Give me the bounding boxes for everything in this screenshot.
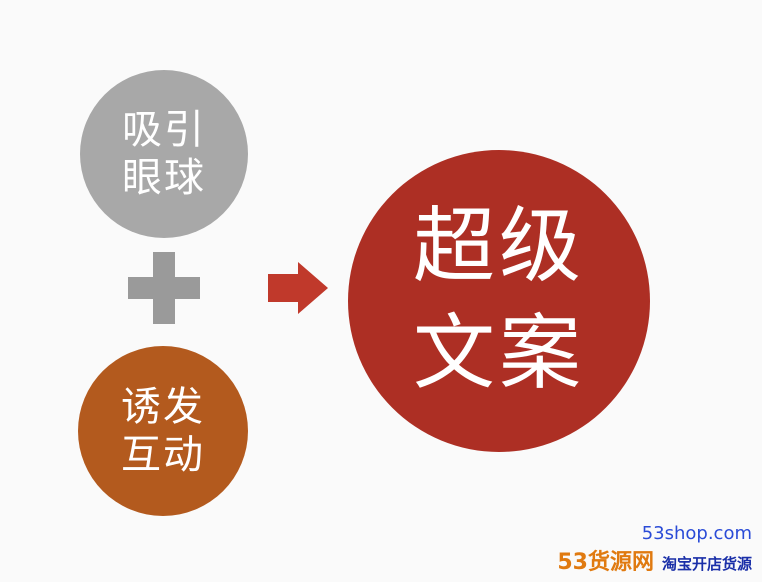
input-circle-text-line-1: 吸引 xyxy=(122,107,206,153)
result-circle-super-copywriting: 超级 文案 xyxy=(348,150,650,452)
arrow-right-icon xyxy=(268,262,328,314)
input-circle-text-line-2: 眼球 xyxy=(122,155,206,201)
result-circle-text-line-2: 文案 xyxy=(412,306,585,401)
input-circle-text-line-2: 互动 xyxy=(121,432,205,478)
plus-icon xyxy=(128,252,200,324)
result-circle-text-line-1: 超级 xyxy=(412,199,585,295)
watermark-tagline: 淘宝开店货源 xyxy=(661,555,752,573)
watermark-brand: 53货源网 xyxy=(557,550,654,575)
input-circle-text-line-1: 诱发 xyxy=(121,384,205,430)
plus-icon-vertical-bar xyxy=(153,252,175,324)
input-circle-spark-interaction: 诱发 互动 xyxy=(78,346,248,516)
watermark-url: 53shop.com xyxy=(641,523,752,545)
watermark: 53shop.com 53货源网 淘宝开店货源 xyxy=(557,524,752,576)
input-circle-attract-attention: 吸引 眼球 xyxy=(80,70,248,238)
watermark-brand-row: 53货源网 淘宝开店货源 xyxy=(557,544,752,576)
